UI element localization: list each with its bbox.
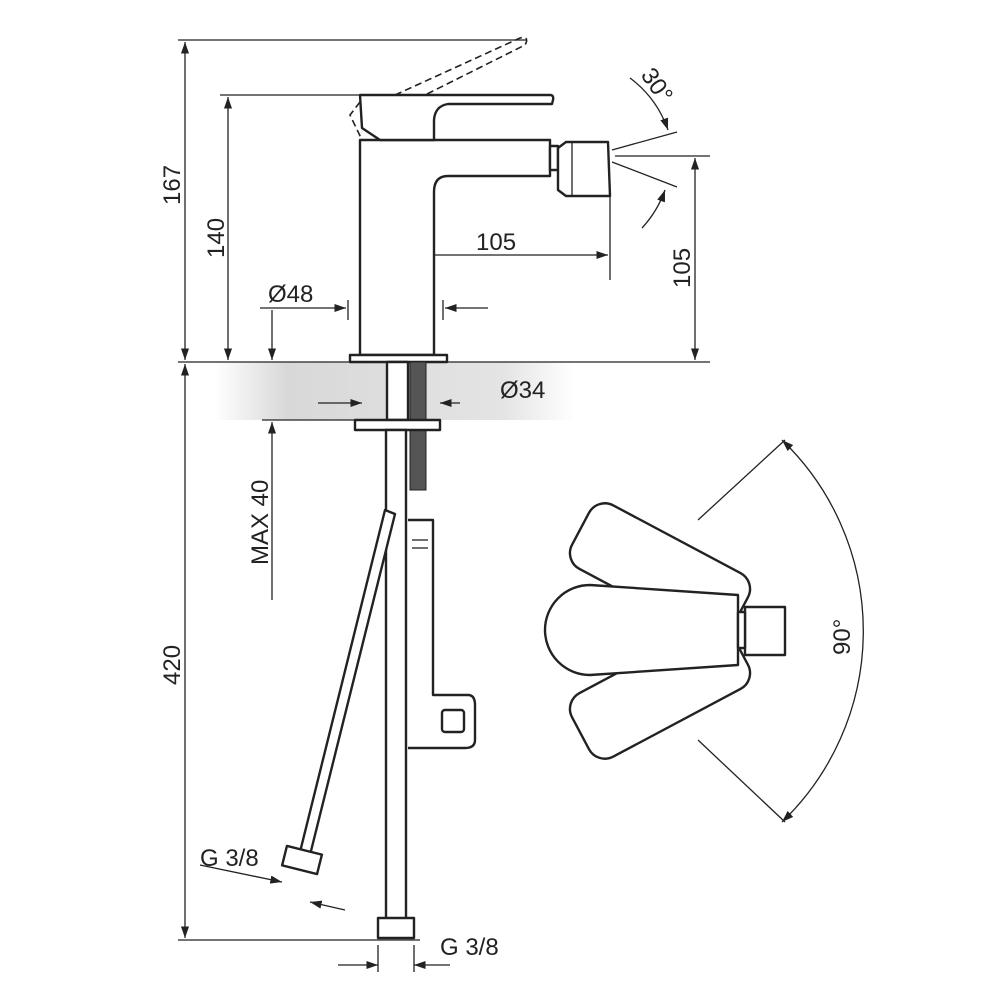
label-90-degrees: 90°	[829, 619, 856, 655]
label-105-height: 105	[669, 248, 696, 288]
bracket-plug	[440, 708, 466, 734]
washer-plate	[353, 418, 442, 432]
label-diameter-48: Ø48	[268, 281, 313, 308]
body-top-view	[543, 583, 740, 677]
mounting-shank	[385, 360, 410, 422]
mounting-bracket	[408, 518, 477, 750]
label-140: 140	[203, 218, 230, 258]
lever-handle-open-outline	[394, 36, 528, 101]
label-105-reach: 105	[476, 229, 516, 256]
hose-fitting-left	[280, 844, 324, 876]
label-diameter-34: Ø34	[500, 377, 545, 404]
faucet-body	[358, 138, 552, 357]
label-max-40: MAX 40	[247, 480, 274, 565]
label-167: 167	[159, 165, 186, 205]
rotation-arc-90	[781, 439, 864, 823]
label-g38-left: G 3/8	[200, 845, 259, 872]
lever-handle	[358, 93, 555, 142]
label-30-degrees: 30°	[635, 63, 678, 108]
hose-fitting-bottom	[376, 916, 416, 940]
bidet-spray-head	[556, 140, 612, 198]
angled-hose	[298, 508, 397, 857]
label-g38-bottom: G 3/8	[440, 934, 499, 961]
vertical-hose	[384, 428, 408, 922]
label-420: 420	[159, 645, 186, 685]
